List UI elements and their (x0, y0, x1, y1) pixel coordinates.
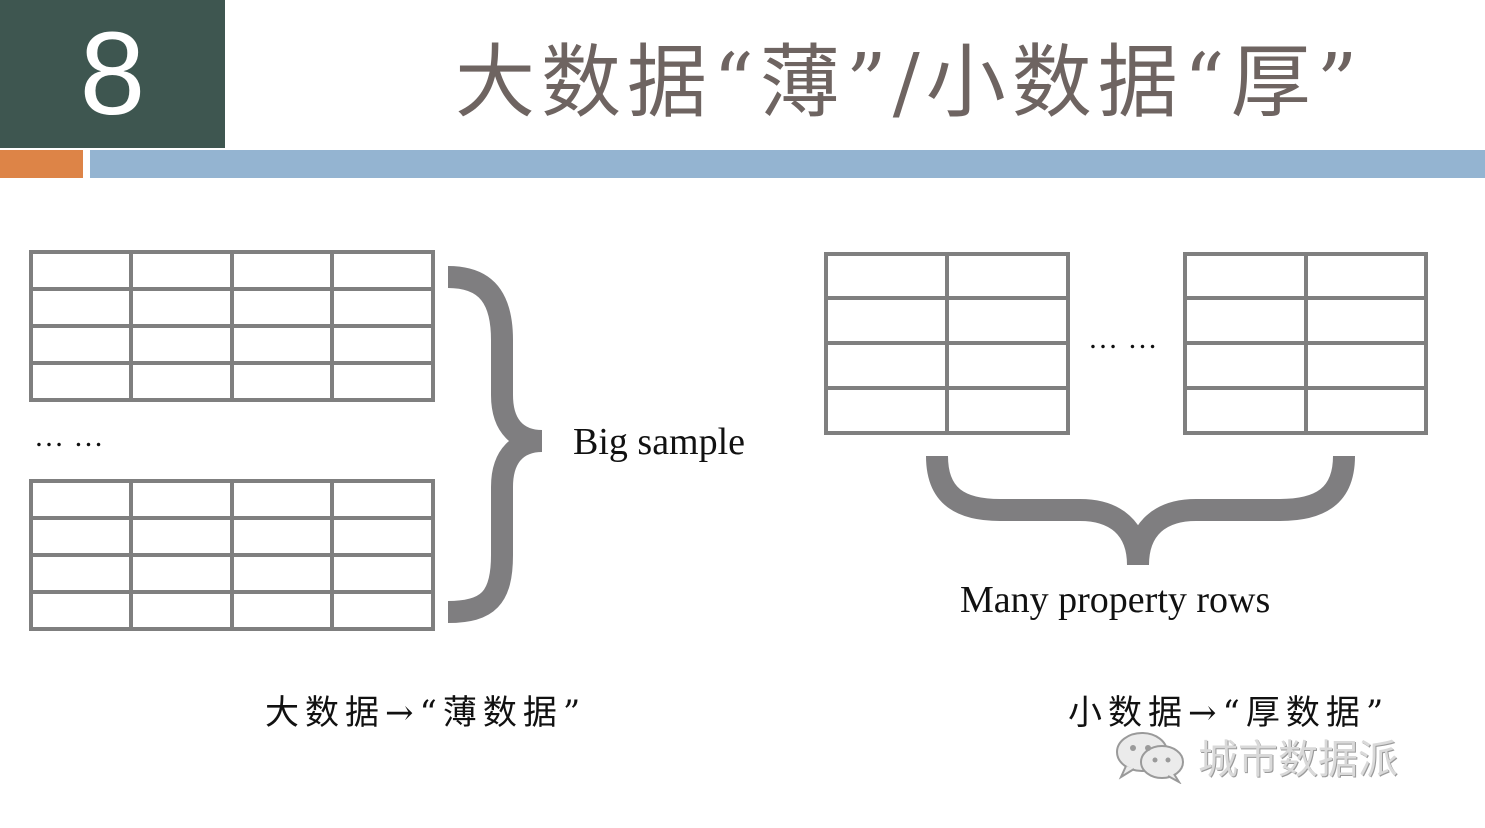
slide-title: 大数据“薄”/小数据“厚” (455, 36, 1364, 129)
right-curly-brace (926, 455, 1355, 566)
left-table-bottom (29, 479, 435, 631)
wechat-icon (1116, 732, 1184, 784)
left-table-top (29, 250, 435, 402)
big-sample-label: Big sample (573, 421, 746, 463)
slide-number: 8 (0, 0, 225, 148)
accent-bar-blue (90, 150, 1485, 178)
right-table-left (824, 252, 1070, 435)
left-caption: 大数据→“薄数据” (265, 693, 587, 733)
accent-bar-orange (0, 150, 83, 178)
right-table-right (1183, 252, 1428, 435)
left-ellipsis: … … (34, 420, 105, 453)
watermark-text: 城市数据派 (1198, 737, 1398, 783)
right-caption: 小数据→“厚数据” (1068, 693, 1390, 733)
watermark: 城市数据派 (1112, 728, 1398, 784)
left-curly-brace (447, 266, 543, 623)
many-property-rows-label: Many property rows (960, 579, 1271, 621)
right-ellipsis: … … (1088, 322, 1159, 355)
